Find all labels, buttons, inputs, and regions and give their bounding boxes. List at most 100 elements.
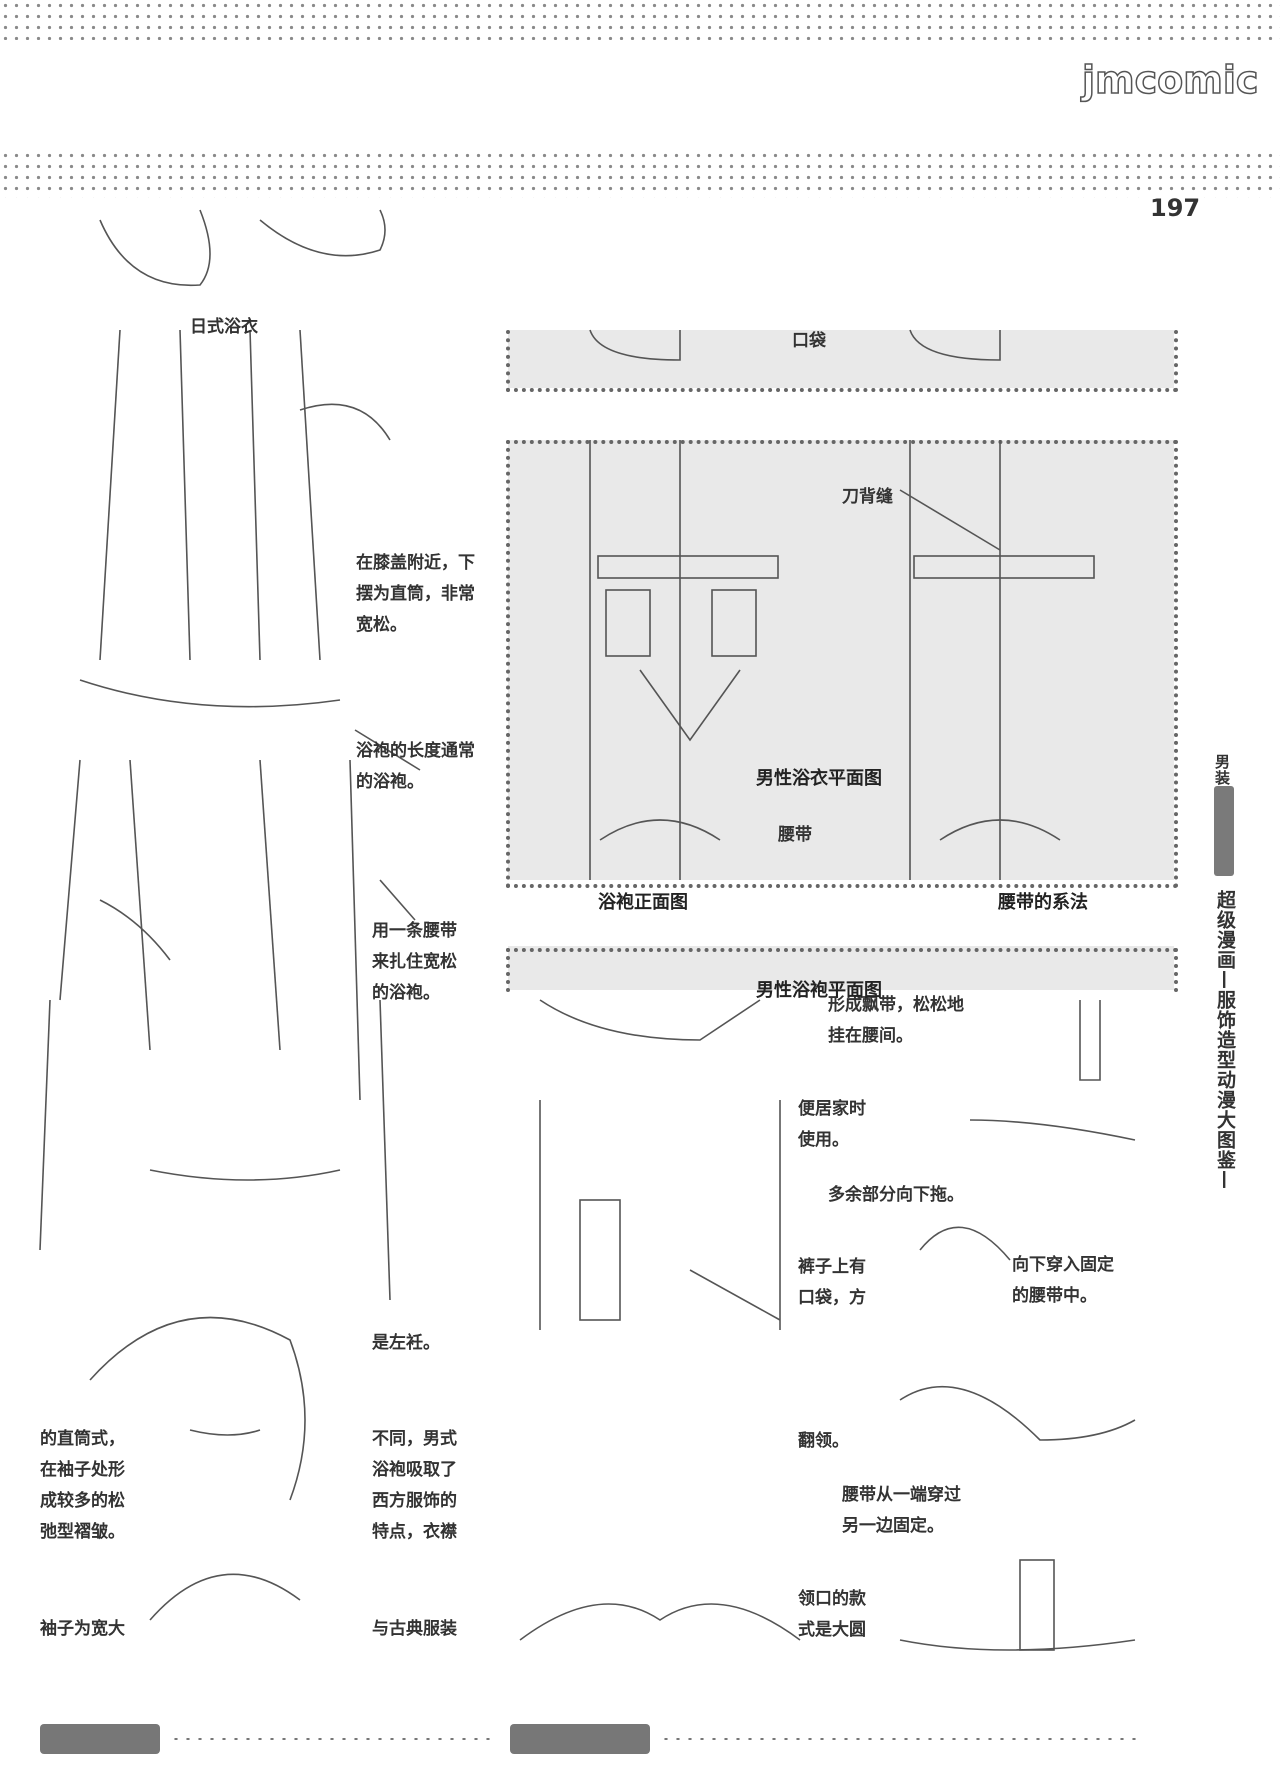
label-robe-length-text: 浴袍的长度通常 的浴袍。 <box>356 741 475 792</box>
plan-robe-shoulder-1 <box>599 819 721 841</box>
label-neckline-text: 领口的款 式是大圆 <box>798 1589 866 1640</box>
plan-collar <box>639 669 741 742</box>
label-classic-text: 与古典服装 <box>372 1619 457 1639</box>
mid-dot-band <box>0 150 1280 198</box>
plan-waistband-1 <box>597 555 779 579</box>
label-near-hem: 在膝盖附近，下 摆为直筒，非常 宽松。 <box>356 548 475 641</box>
caption-male-robe-plan: 男性浴袍平面图 <box>756 976 882 1002</box>
plan-robe-shoulder-2 <box>939 819 1061 841</box>
caption-male-yukata-plan: 男性浴衣平面图 <box>756 764 882 790</box>
plan-panel-lower <box>506 948 1178 992</box>
label-wide-sleeve-text: 袖子为宽大 <box>40 1619 125 1639</box>
panel-bg-1 <box>508 330 1174 388</box>
panel-bg-2 <box>508 440 1174 880</box>
label-neckline: 领口的款 式是大圆 <box>798 1584 866 1646</box>
robe-fold-3 <box>259 759 281 1051</box>
label-home-use: 便居家时 使用。 <box>798 1094 866 1156</box>
plan-pocket-1 <box>589 329 681 361</box>
label-straight-sleeve-text: 的直筒式， 在袖子处形 成较多的松 弛型褶皱。 <box>40 1429 125 1542</box>
label-back-seam: 刀背缝 <box>842 482 893 513</box>
line-art-illustration <box>39 209 1136 1651</box>
hair-lower <box>149 1573 301 1621</box>
top-dot-band <box>0 0 1280 40</box>
side-tab-text: 男装 <box>1213 754 1231 786</box>
label-pants-pocket-text: 裤子上有 口袋，方 <box>798 1257 866 1308</box>
robe-fold-6 <box>379 999 391 1301</box>
plan-panel-main <box>506 440 1178 888</box>
head-outline <box>89 1316 306 1501</box>
label-japanese-yukata: 日式浴衣 <box>190 312 258 343</box>
label-pocket: 口袋 <box>792 326 826 357</box>
caption-male-robe-plan-text: 男性浴袍平面图 <box>756 980 882 1001</box>
label-extra-down-text: 多余部分向下拖。 <box>828 1185 964 1205</box>
plan-callout <box>899 489 1001 551</box>
robe-curve <box>299 403 391 441</box>
robe-edge-1 <box>99 329 121 661</box>
label-belt-text: 腰带 <box>778 825 812 845</box>
plan-waistband-2 <box>913 555 1095 579</box>
plan-pocket-rect-1 <box>605 589 651 657</box>
panel-bg-3 <box>508 946 1174 990</box>
label-wide-sleeve: 袖子为宽大 <box>40 1614 125 1645</box>
caption-belt-tying-text: 腰带的系法 <box>998 892 1088 913</box>
label-extra-down: 多余部分向下拖。 <box>828 1180 964 1211</box>
side-tab-marker <box>1214 786 1234 876</box>
label-lapel: 翻领。 <box>798 1426 849 1457</box>
bottom-dots-right <box>660 1736 1140 1742</box>
face-eyes <box>189 1429 261 1436</box>
label-thread-down: 向下穿入固定 的腰带中。 <box>1012 1250 1114 1312</box>
plan-panel-top <box>506 330 1178 392</box>
robe-fold-2 <box>129 759 151 1051</box>
robe-fold-5 <box>39 999 51 1251</box>
plan-pocket-2 <box>909 329 1001 361</box>
callout-line-1 <box>354 729 421 771</box>
caption-robe-front-text: 浴袍正面图 <box>598 892 688 913</box>
side-title: 超级漫画—服饰造型动漫大图鉴— <box>1212 890 1239 1220</box>
label-home-use-text: 便居家时 使用。 <box>798 1099 866 1150</box>
label-lapel-text: 翻领。 <box>798 1431 849 1451</box>
plan-pocket-rect-2 <box>711 589 757 657</box>
label-different-style: 不同，男式 浴袍吸取了 西方服饰的 特点，衣襟 <box>372 1424 457 1548</box>
label-belt-tie-text: 用一条腰带 来扎住宽松 的浴袍。 <box>372 921 457 1003</box>
belt-step-1 <box>1079 1000 1101 1081</box>
watermark-logo: jmcomic <box>1081 57 1259 103</box>
label-pocket-text: 口袋 <box>792 331 826 351</box>
caption-robe-front: 浴袍正面图 <box>598 888 688 914</box>
label-belt: 腰带 <box>778 820 812 851</box>
robe-plan-collar <box>519 1603 801 1641</box>
hand <box>99 899 171 961</box>
robe-edge-4 <box>299 329 321 661</box>
label-floating-belt: 形成飘带，松松地 挂在腰间。 <box>828 990 964 1052</box>
belt-step-4 <box>899 1385 1136 1441</box>
belt-step-3 <box>919 1226 1011 1261</box>
belt-knot <box>149 1169 341 1181</box>
label-japanese-yukata-text: 日式浴衣 <box>190 317 258 337</box>
label-belt-thread: 腰带从一端穿过 另一边固定。 <box>842 1480 961 1542</box>
robe-fold-1 <box>59 759 81 1001</box>
page-number: 197 <box>1146 194 1205 222</box>
shoe-left <box>99 209 211 287</box>
robe-edge-2 <box>179 329 191 661</box>
label-thread-down-text: 向下穿入固定 的腰带中。 <box>1012 1255 1114 1306</box>
label-floating-belt-text: 形成飘带，松松地 挂在腰间。 <box>828 995 964 1046</box>
label-back-seam-text: 刀背缝 <box>842 487 893 507</box>
caption-belt-tying: 腰带的系法 <box>998 888 1088 914</box>
page-number-text: 197 <box>1150 194 1201 222</box>
label-different-style-text: 不同，男式 浴袍吸取了 西方服饰的 特点，衣襟 <box>372 1429 457 1542</box>
label-left-lapel: 是左衽。 <box>372 1328 440 1359</box>
bottom-dots-left <box>170 1736 490 1742</box>
caption-male-yukata-plan-text: 男性浴衣平面图 <box>756 768 882 789</box>
label-robe-length: 浴袍的长度通常 的浴袍。 <box>356 736 475 798</box>
belt-step-5 <box>1019 1559 1055 1651</box>
label-belt-thread-text: 腰带从一端穿过 另一边固定。 <box>842 1485 961 1536</box>
robe-plan-shoulder <box>539 999 761 1041</box>
callout-line-2 <box>379 879 416 921</box>
robe-sleeve <box>79 679 341 708</box>
robe-fold-4 <box>349 759 361 1101</box>
side-title-text: 超级漫画—服饰造型动漫大图鉴— <box>1214 890 1236 1190</box>
label-pants-pocket: 裤子上有 口袋，方 <box>798 1252 866 1314</box>
side-tab-label: 男装 <box>1212 754 1233 786</box>
bottom-badge-right <box>510 1724 650 1754</box>
robe-plan-belt <box>579 1199 621 1321</box>
label-classic: 与古典服装 <box>372 1614 457 1645</box>
